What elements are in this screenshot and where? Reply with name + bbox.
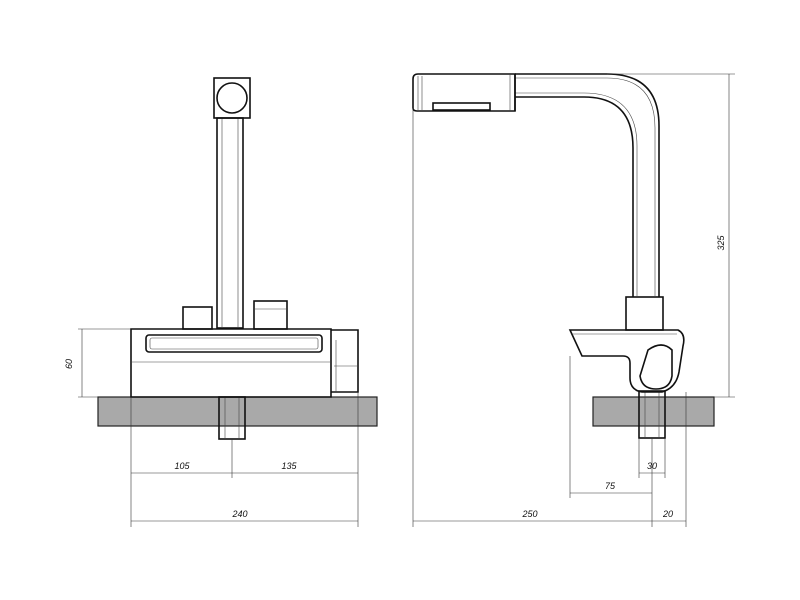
dim-front-total-width: 240: [231, 509, 247, 519]
side-countertop: [592, 396, 715, 427]
front-slot: [145, 334, 323, 353]
dim-front-height: 60: [64, 359, 74, 369]
side-lever-opening: [639, 344, 673, 390]
side-spout-head: [412, 73, 516, 112]
dim-side-pipe-diameter: 30: [647, 461, 657, 471]
front-spout-head: [213, 77, 251, 119]
side-spout-inner: [515, 96, 634, 297]
front-body: [130, 328, 332, 398]
front-side-block: [331, 329, 359, 393]
front-spout-outlet: [216, 82, 248, 114]
side-spray-outlet: [432, 102, 491, 111]
front-spout-column: [216, 117, 244, 329]
side-body: [568, 329, 685, 393]
side-spout-outer: [515, 73, 660, 297]
dim-side-height: 325: [716, 235, 726, 251]
front-right-knob: [253, 300, 288, 330]
front-dimensions: 60 105 135 240: [64, 328, 359, 527]
front-view: [97, 77, 378, 440]
dim-front-right-offset: 135: [281, 461, 297, 471]
side-view: [412, 73, 715, 439]
side-dimensions: 325 30 75 250 20: [412, 73, 735, 527]
front-countertop: [97, 396, 378, 427]
dim-front-left-offset: 105: [174, 461, 190, 471]
dim-side-back-offset: 20: [662, 509, 673, 519]
front-left-knob: [182, 306, 213, 330]
dim-side-reach: 250: [521, 509, 537, 519]
dim-side-body-offset: 75: [605, 481, 616, 491]
side-column-base: [625, 296, 664, 331]
